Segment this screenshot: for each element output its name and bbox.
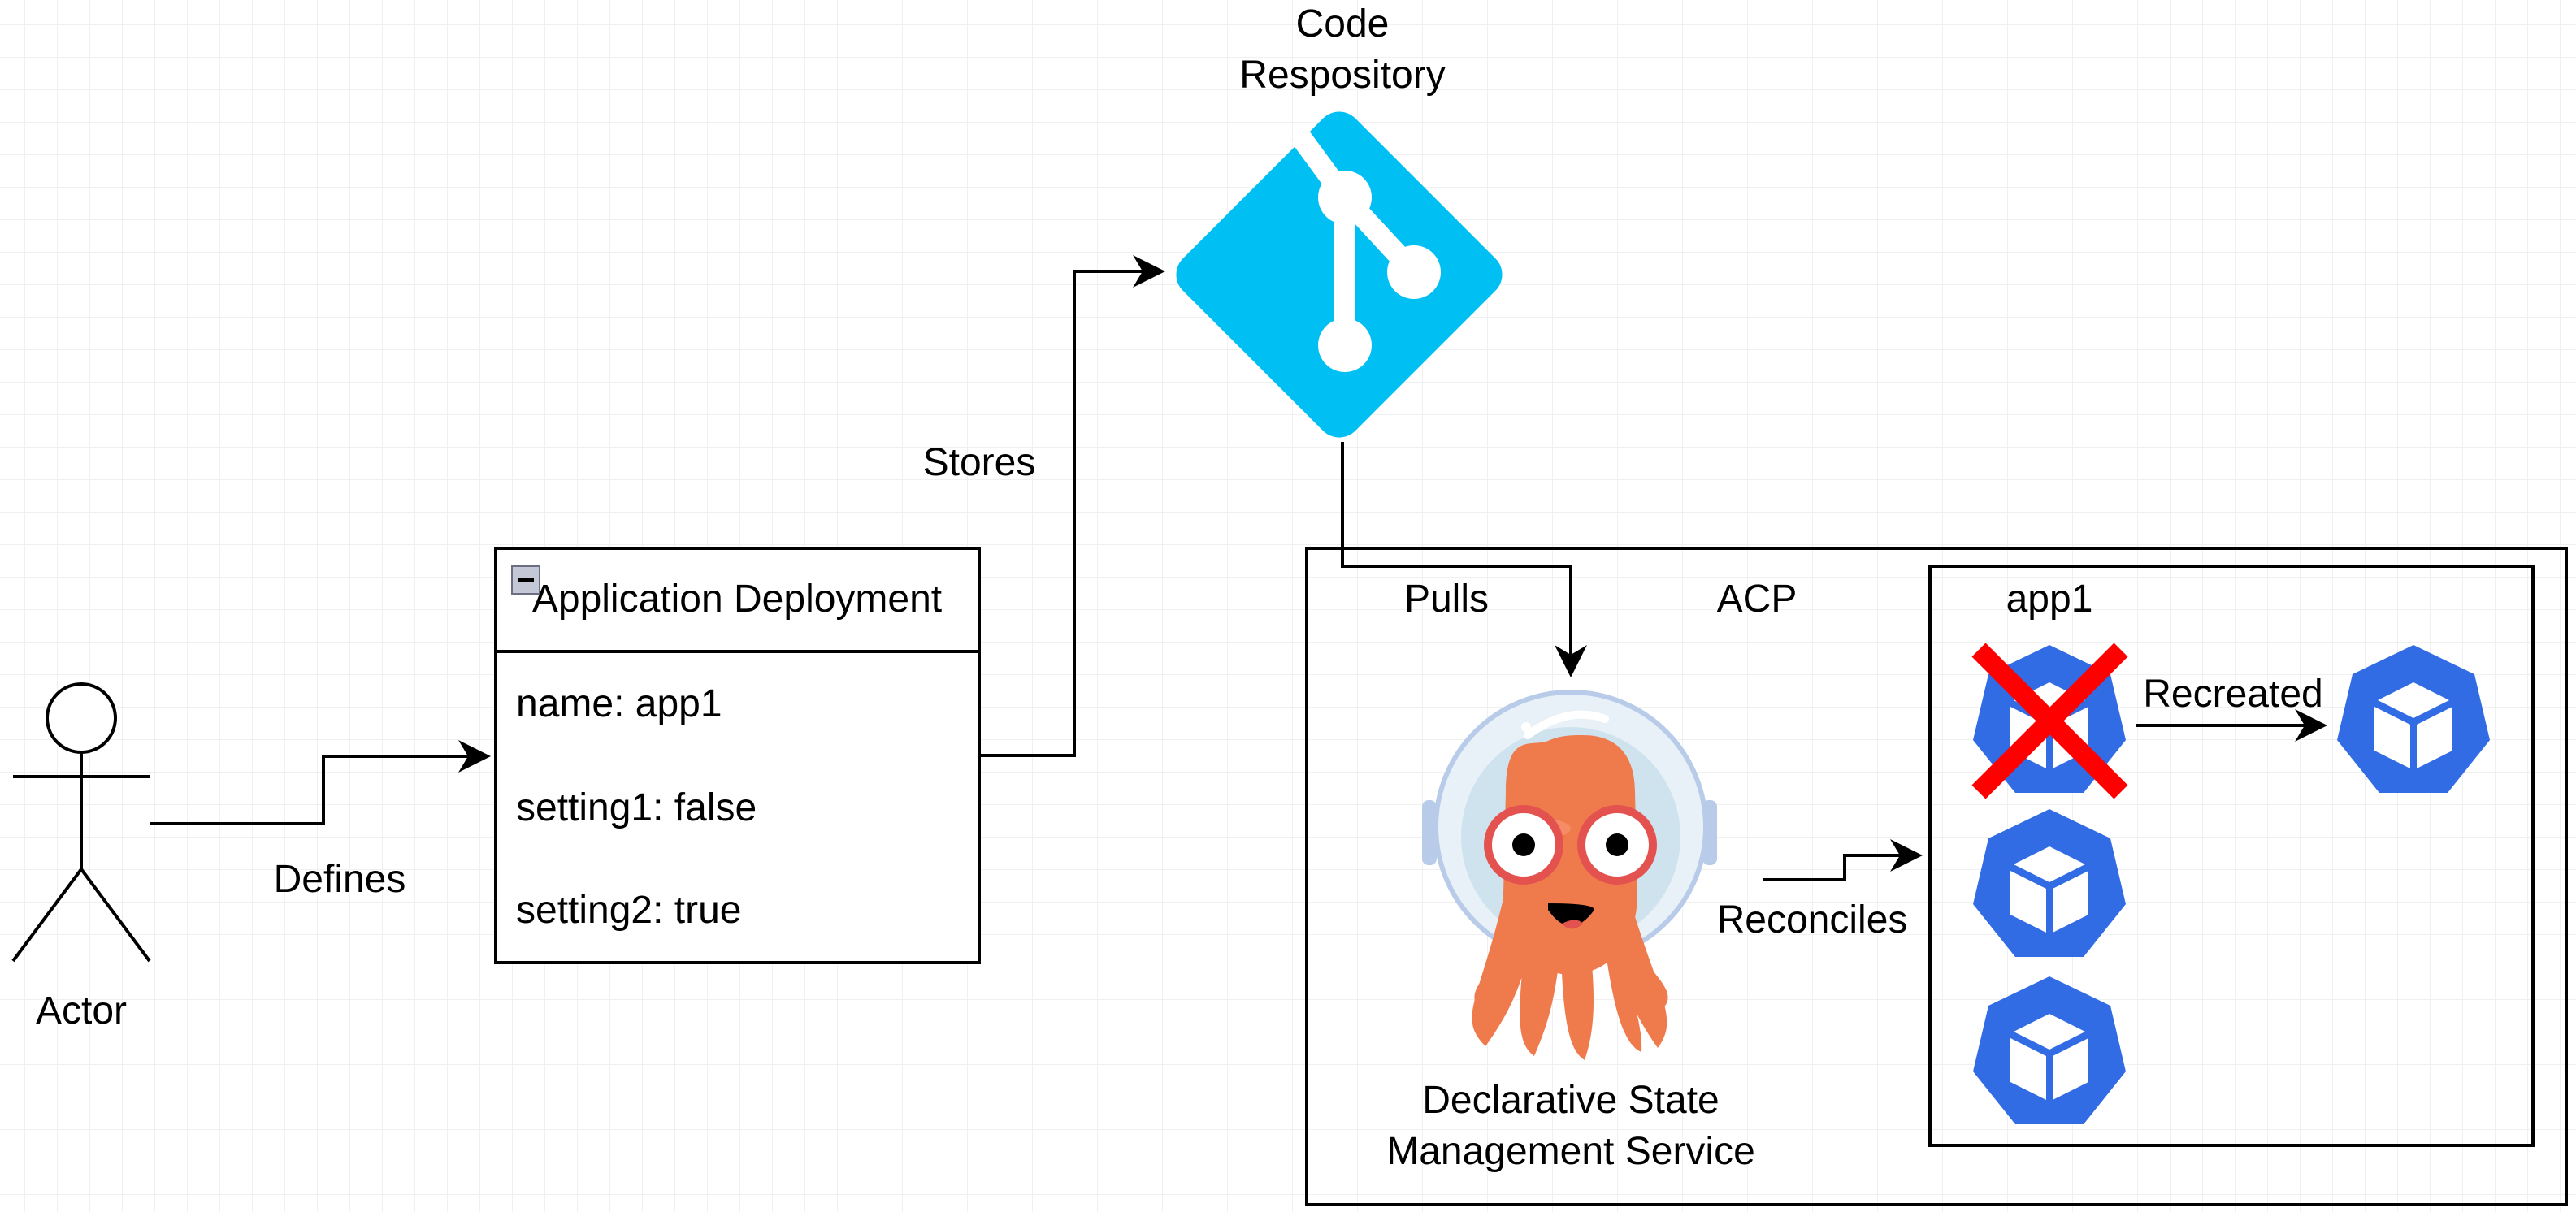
pod-recreated-kubernetes-pod-icon[interactable] xyxy=(2337,645,2490,793)
actor-figure[interactable] xyxy=(11,682,151,963)
pulls-connector[interactable] xyxy=(1341,442,1587,677)
defines-connector[interactable] xyxy=(150,740,491,825)
actor-label: Actor xyxy=(36,989,127,1032)
repository-label-line1: Code xyxy=(1296,2,1390,45)
stores-label: Stores xyxy=(923,441,1036,484)
failed-x-icon xyxy=(1971,643,2128,799)
app1-group-label: app1 xyxy=(2006,578,2093,621)
defines-label: Defines xyxy=(274,858,406,901)
reconciles-connector[interactable] xyxy=(1763,839,1923,881)
acp-container[interactable] xyxy=(1305,547,2568,1206)
repository-label-line2: Respository xyxy=(1239,54,1445,97)
recreated-label: Recreated xyxy=(2143,673,2322,716)
pulls-label: Pulls xyxy=(1404,578,1489,621)
app1-group[interactable] xyxy=(1928,565,2535,1147)
argo-octopus-icon[interactable] xyxy=(1422,690,1717,1060)
reconciles-label: Reconciles xyxy=(1717,898,1908,941)
stores-connector[interactable] xyxy=(979,255,1165,757)
deployment-card-title: Application Deployment xyxy=(532,578,942,621)
deployment-field-setting1: setting1: false xyxy=(516,786,757,829)
deployment-field-setting2: setting2: true xyxy=(516,889,742,932)
git-icon[interactable] xyxy=(1167,102,1511,447)
collapse-icon[interactable] xyxy=(511,565,540,595)
service-label-line2: Management Service xyxy=(1386,1130,1755,1173)
service-label-line1: Declarative State xyxy=(1422,1079,1720,1122)
deployment-field-name: name: app1 xyxy=(516,682,722,725)
deployment-card[interactable]: Application Deployment name: app1 settin… xyxy=(494,547,981,964)
acp-label: ACP xyxy=(1717,578,1798,621)
pod-kubernetes-pod-icon[interactable] xyxy=(1973,976,2126,1124)
pod-kubernetes-pod-icon[interactable] xyxy=(1973,809,2126,957)
